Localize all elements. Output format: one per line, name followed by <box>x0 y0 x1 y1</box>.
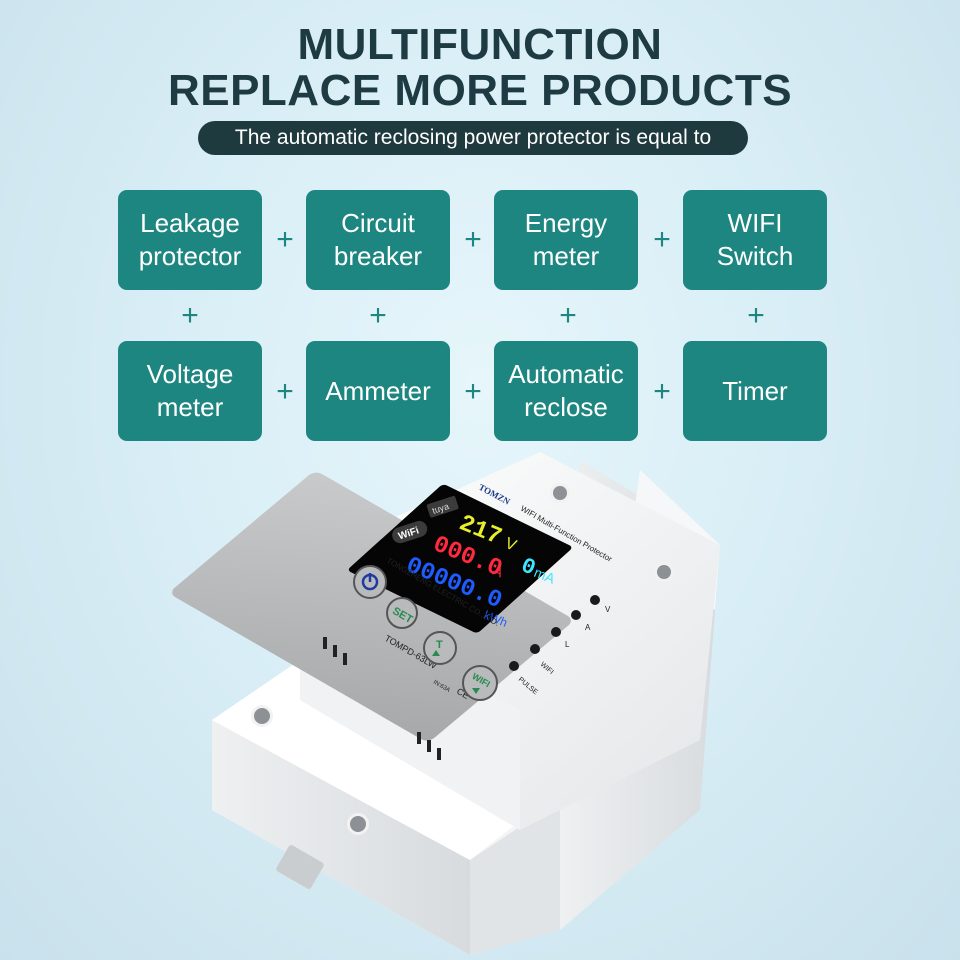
headline-line2: REPLACE MORE PRODUCTS <box>167 66 793 115</box>
plus-icon: + <box>181 299 199 332</box>
led-v-label: V <box>605 605 611 614</box>
vent-slots <box>323 637 441 760</box>
feature-label: Voltage <box>146 359 234 389</box>
feature-label: Circuit <box>341 208 415 238</box>
feature-label: breaker <box>333 241 423 271</box>
wifi-down-button[interactable]: WIFI <box>462 665 498 701</box>
feature-label: Ammeter <box>325 375 431 406</box>
feature-label: Timer <box>722 375 788 406</box>
screw-icon <box>251 705 273 727</box>
led-l-label: L <box>565 640 570 649</box>
device-lower-housing <box>212 660 560 955</box>
wifi-badge <box>392 520 428 544</box>
feature-label: protector <box>138 241 242 271</box>
feature-box-ammeter: Ammeter <box>306 341 450 441</box>
headline-line1: MULTIFUNCTION <box>297 20 663 69</box>
feature-label: Leakage <box>140 208 240 238</box>
plus-icon: + <box>276 223 294 256</box>
screw-icon <box>347 813 369 835</box>
feature-label: meter <box>532 241 600 271</box>
led-pulse <box>509 661 519 671</box>
plus-icon: + <box>464 223 482 256</box>
feature-label: WIFI <box>727 208 783 238</box>
timer-up-button[interactable]: T <box>423 631 457 665</box>
screw-icon <box>654 562 674 582</box>
lcd-screen <box>348 484 572 633</box>
din-rail-clip <box>276 845 324 889</box>
screw-icon <box>550 483 570 503</box>
tuya-badge <box>426 495 459 518</box>
plus-icon: + <box>276 375 294 408</box>
subtitle-pill: The automatic reclosing power protector … <box>198 121 748 155</box>
feature-label: Energy <box>524 208 608 238</box>
set-button[interactable]: SET <box>386 597 418 629</box>
feature-label: meter <box>156 392 224 422</box>
plus-icon: + <box>559 299 577 332</box>
feature-label: Switch <box>716 241 794 271</box>
led-v <box>590 595 600 605</box>
feature-box-timer: Timer <box>683 341 827 441</box>
down-arrow-icon <box>472 688 480 694</box>
plus-icon: + <box>653 375 671 408</box>
plus-icon: + <box>369 299 387 332</box>
plus-icon: + <box>464 375 482 408</box>
feature-label: Automatic <box>508 359 624 389</box>
power-button[interactable] <box>353 565 387 599</box>
timer-button-label: T <box>436 639 443 651</box>
plus-icon: + <box>653 223 671 256</box>
led-l <box>551 627 561 637</box>
leakage-unit: mA <box>532 564 558 587</box>
plus-icon: + <box>747 299 765 332</box>
led-a <box>571 610 581 620</box>
up-arrow-icon <box>432 650 440 656</box>
led-a-label: A <box>585 623 591 632</box>
feature-label: reclose <box>524 392 608 422</box>
led-wifi <box>530 644 540 654</box>
